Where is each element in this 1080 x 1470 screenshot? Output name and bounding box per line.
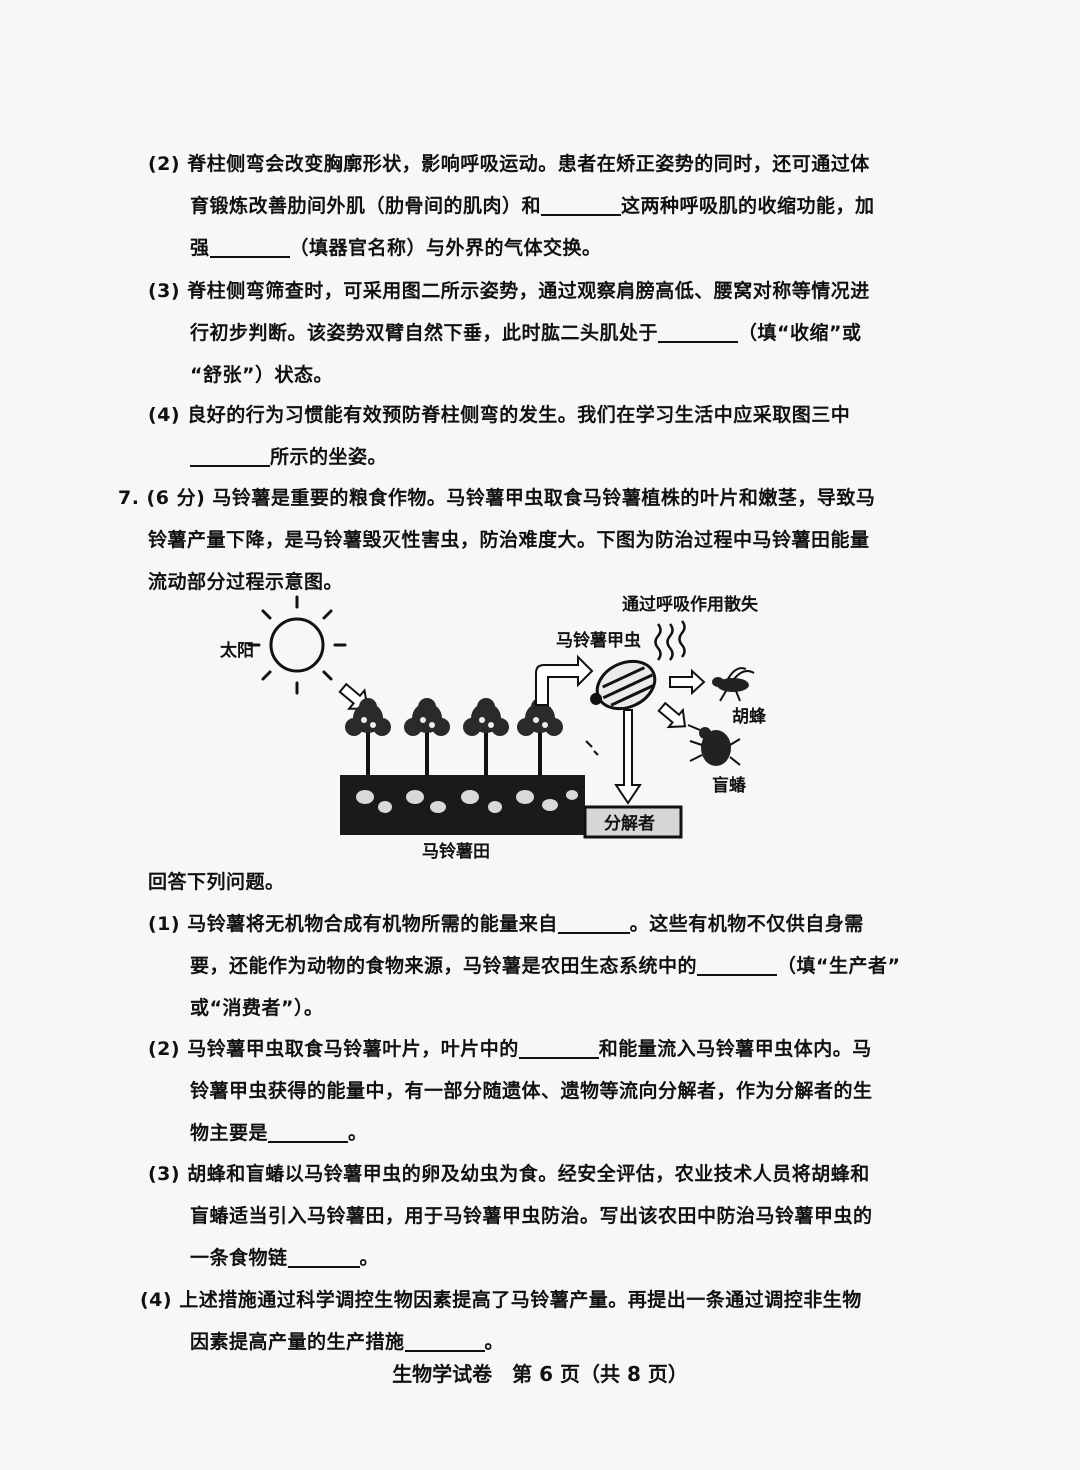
arrow-field-to-beetle — [535, 654, 594, 706]
decomposer-label: 分解者 — [604, 813, 655, 834]
potato-beetle-icon — [590, 659, 657, 711]
field-label: 马铃薯田 — [422, 841, 490, 862]
q7-intro-line2: 铃薯产量下降，是马铃薯毁灭性害虫，防治难度大。下图为防治过程中马铃薯田能量 — [148, 529, 870, 551]
q7-sub3-line1: (3) 胡蜂和盲蝽以马铃薯甲虫的卵及幼虫为食。经安全评估，农业技术人员将胡蜂和 — [148, 1163, 870, 1185]
decomposer-box — [583, 805, 683, 839]
answer-blank[interactable] — [190, 441, 270, 467]
answer-blank[interactable] — [557, 908, 630, 934]
q6-part2-line3: 强（填器官名称）与外界的气体交换。 — [148, 227, 875, 269]
q7-sub1-line1: (1) 马铃薯将无机物合成有机物所需的能量来自。这些有机物不仅供自身需 — [148, 903, 901, 945]
q6-part3-line2: 行初步判断。该姿势双臂自然下垂，此时肱二头肌处于（填“收缩”或 — [148, 312, 870, 354]
q6-part3-line3: “舒张”）状态。 — [190, 364, 333, 386]
respiration-label: 通过呼吸作用散失 — [622, 594, 759, 615]
answer-blank[interactable] — [518, 1033, 599, 1059]
q7-sub1-line3: 或“消费者”）。 — [190, 997, 324, 1019]
beetle-label: 马铃薯甲虫 — [556, 630, 641, 651]
energy-flow-diagram: 太阳 — [200, 585, 800, 875]
q7-sub2-line1: (2) 马铃薯甲虫取食马铃薯叶片，叶片中的和能量流入马铃薯甲虫体内。马 — [148, 1028, 873, 1070]
q6-part3-line1: (3) 脊柱侧弯筛查时，可采用图二所示姿势，通过观察肩膀高低、腰窝对称等情况进 — [148, 280, 870, 302]
q7-sub4-line2: 因素提高产量的生产措施。 — [140, 1321, 862, 1363]
answer-blank[interactable] — [658, 317, 739, 343]
q7-intro: 7. (6 分) 马铃薯是重要的粮食作物。马铃薯甲虫取食马铃薯植株的叶片和嫩茎，… — [118, 477, 875, 603]
heat-loss-icon — [654, 620, 686, 661]
q6-part4: (4) 良好的行为习惯能有效预防脊柱侧弯的发生。我们在学习生活中应采取图三中 所… — [148, 394, 850, 478]
answer-blank[interactable] — [287, 1242, 360, 1268]
potato-tubers — [356, 790, 578, 813]
wasp-icon — [712, 667, 755, 702]
q7-sub4-line1: (4) 上述措施通过科学调控生物因素提高了马铃薯产量。再提出一条通过调控非生物 — [140, 1289, 862, 1311]
q7-sub3: (3) 胡蜂和盲蝽以马铃薯甲虫的卵及幼虫为食。经安全评估，农业技术人员将胡蜂和 … — [148, 1153, 873, 1279]
arrow-beetle-to-decomposer — [614, 709, 642, 805]
debris-marks — [585, 740, 599, 756]
q7-intro-line3: 流动部分过程示意图。 — [148, 571, 344, 593]
q6-part2: (2) 脊柱侧弯会改变胸廓形状，影响呼吸运动。患者在矫正姿势的同时，还可通过体 … — [148, 143, 875, 269]
q7-sub2: (2) 马铃薯甲虫取食马铃薯叶片，叶片中的和能量流入马铃薯甲虫体内。马 铃薯甲虫… — [148, 1028, 873, 1154]
q6-part3: (3) 脊柱侧弯筛查时，可采用图二所示姿势，通过观察肩膀高低、腰窝对称等情况进 … — [148, 270, 870, 396]
sun-label: 太阳 — [220, 640, 254, 661]
bug-label: 盲蝽 — [712, 775, 747, 796]
q7-sub2-line2: 铃薯甲虫获得的能量中，有一部分随遗体、遗物等流向分解者，作为分解者的生 — [190, 1080, 873, 1102]
q7-sub3-line3: 一条食物链。 — [148, 1237, 873, 1279]
arrow-beetle-to-wasp — [669, 668, 706, 696]
q6-part2-line2: 育锻炼改善肋间外肌（肋骨间的肌肉）和这两种呼吸肌的收缩功能，加 — [148, 185, 875, 227]
answer-blank[interactable] — [268, 1117, 349, 1143]
arrow-beetle-to-bug — [657, 701, 687, 729]
potato-plants — [345, 698, 563, 775]
q7-sub2-line3: 物主要是。 — [148, 1112, 873, 1154]
q7-sub3-line2: 盲蝽适当引入马铃薯田，用于马铃薯甲虫防治。写出该农田中防治马铃薯甲虫的 — [190, 1205, 873, 1227]
page-footer: 生物学试卷 第 6 页（共 8 页） — [392, 1362, 688, 1386]
answer-blank[interactable] — [697, 950, 778, 976]
q7-intro-line1: 7. (6 分) 马铃薯是重要的粮食作物。马铃薯甲虫取食马铃薯植株的叶片和嫩茎，… — [118, 487, 876, 509]
q7-sub1-line2: 要，还能作为动物的食物来源，马铃薯是农田生态系统中的（填“生产者” — [148, 945, 901, 987]
sun-icon — [247, 595, 347, 695]
answer-blank[interactable] — [404, 1326, 485, 1352]
wasp-label: 胡蜂 — [732, 706, 767, 727]
q7-sub1: (1) 马铃薯将无机物合成有机物所需的能量来自。这些有机物不仅供自身需 要，还能… — [148, 903, 901, 1029]
q6-part4-line2: 所示的坐姿。 — [148, 436, 850, 478]
q7-sub4: (4) 上述措施通过科学调控生物因素提高了马铃薯产量。再提出一条通过调控非生物 … — [140, 1279, 862, 1363]
answer-blank[interactable] — [541, 190, 622, 216]
mirid-bug-icon — [687, 724, 741, 766]
q6-part2-line1: (2) 脊柱侧弯会改变胸廓形状，影响呼吸运动。患者在矫正姿势的同时，还可通过体 — [148, 153, 870, 175]
q6-part4-line1: (4) 良好的行为习惯能有效预防脊柱侧弯的发生。我们在学习生活中应采取图三中 — [148, 404, 851, 426]
answer-blank[interactable] — [209, 232, 290, 258]
answer-prompt: 回答下列问题。 — [148, 871, 285, 893]
